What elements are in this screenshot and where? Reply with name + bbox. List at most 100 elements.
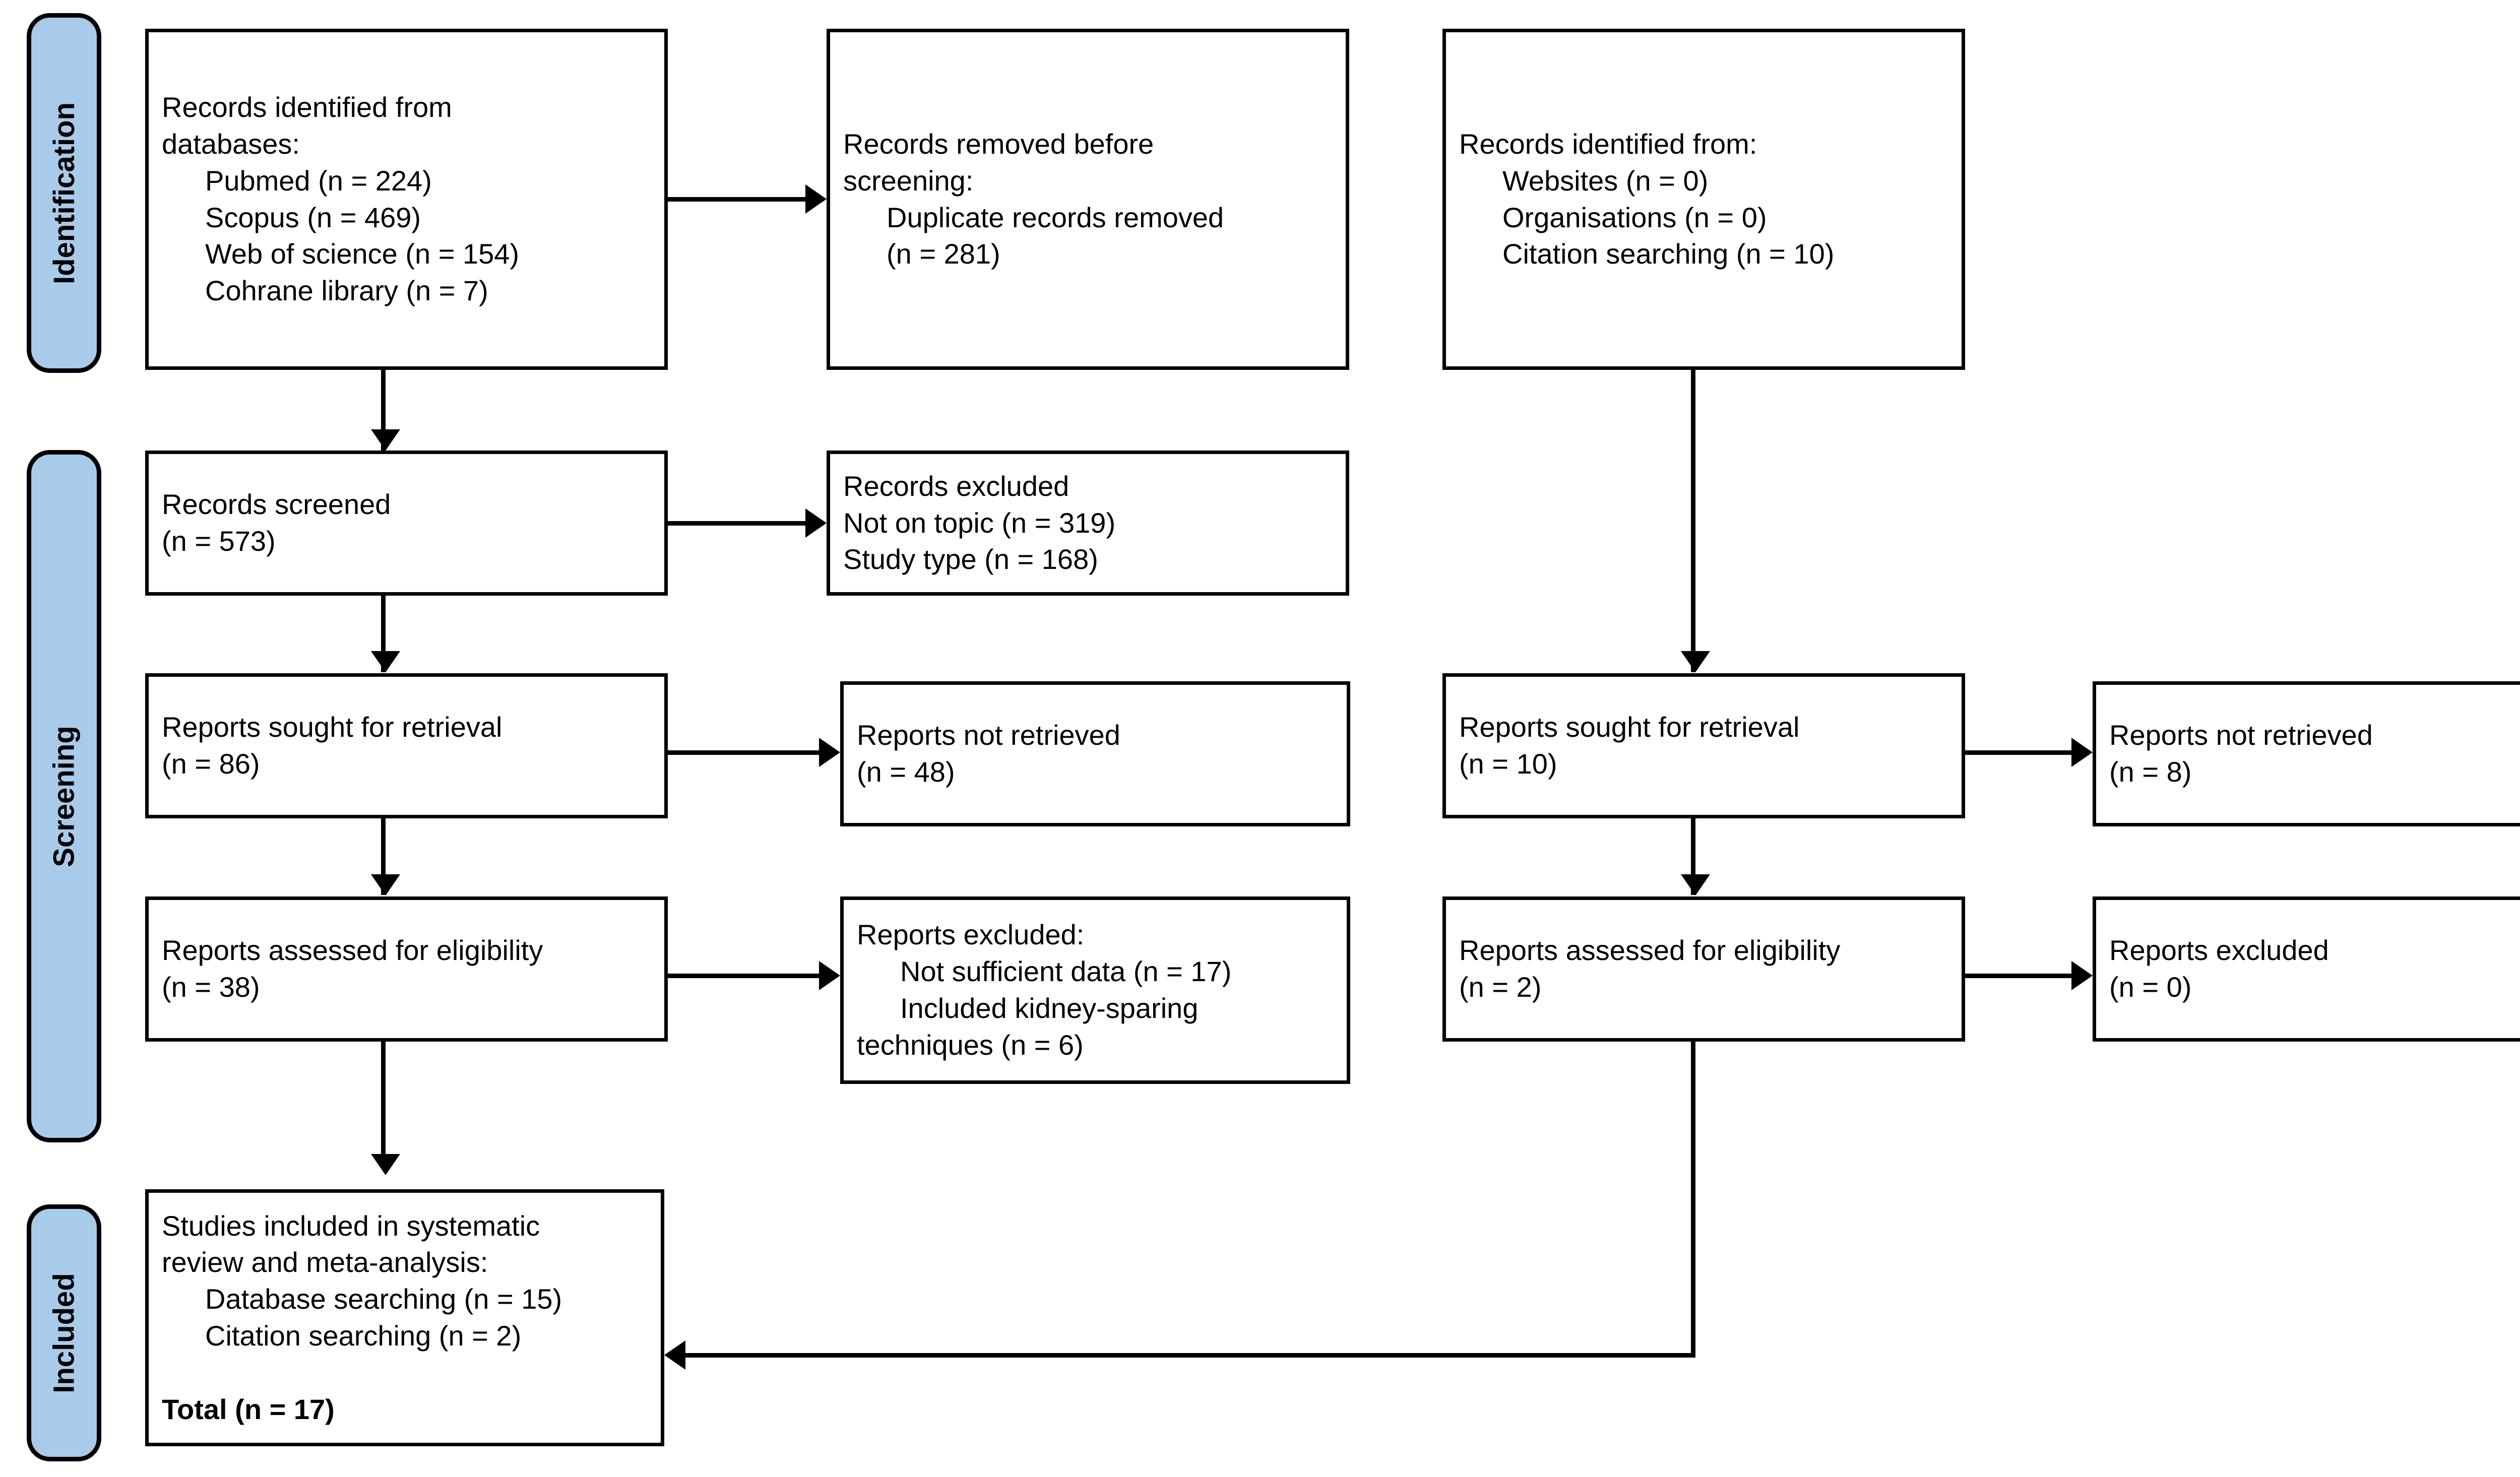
connector-identified-to-removed (668, 197, 806, 202)
arrow-screened-to-excluded (805, 508, 827, 538)
box-line: (n = 86) (162, 748, 260, 780)
box-reports-sought-retrieval-other: Reports sought for retrieval (n = 10) (1442, 673, 1965, 818)
phase-label-identification-text: Identification (47, 102, 81, 284)
box-line: Records screened (162, 488, 391, 521)
box-line: review and meta-analysis: (162, 1246, 488, 1278)
arrow-sought-to-assessed-db (371, 874, 400, 895)
arrow-assessed-to-excluded-db (819, 961, 840, 990)
box-records-identified-other-sources: Records identified from: Websites (n = 0… (1442, 29, 1965, 370)
box-line: Included kidney-sparing (900, 992, 1199, 1024)
box-line: Citation searching (n = 10) (1502, 238, 1835, 270)
box-line: Cohrane library (n = 7) (162, 273, 651, 309)
box-line: (n = 573) (162, 525, 276, 557)
arrow-other-identified-to-sought (1681, 651, 1710, 672)
box-reports-excluded-db: Reports excluded: Not sufficient data (n… (840, 896, 1350, 1084)
connector-sought-to-notretrieved-db (668, 750, 820, 755)
db-name-cochrane-library: Cohrane library (205, 275, 398, 307)
box-line: Web of science (n = 154) (162, 236, 651, 273)
removed-heading-colon: : (965, 164, 974, 197)
box-reports-not-retrieved-db: Reports not retrieved (n = 48) (840, 681, 1350, 826)
box-line: Records excluded (843, 470, 1069, 502)
box-records-identified-databases: Records identified from databases: Pubme… (145, 29, 668, 370)
db-count-web-of-science: (n = 154) (397, 238, 520, 270)
box-line-spacer (162, 1355, 648, 1391)
connector-assessed-other-down (1691, 1042, 1695, 1358)
arrow-sought-to-assessed-other (1681, 874, 1710, 895)
box-line: Reports excluded: (857, 919, 1085, 951)
box-line: screening: (843, 163, 1333, 200)
connector-screened-to-excluded (668, 521, 806, 526)
box-line: Database searching (n = 15) (205, 1283, 562, 1315)
arrow-identified-to-screened (371, 429, 400, 451)
db-name-scopus: Scopus (205, 201, 299, 233)
arrow-identified-to-removed (805, 184, 827, 214)
connector-sought-to-notretrieved-other (1965, 750, 2073, 755)
box-line: Reports excluded (2109, 934, 2329, 967)
box-records-excluded: Records excluded Not on topic (n = 319) … (827, 451, 1349, 596)
box-line: Records removed before (843, 126, 1333, 163)
box-line: Study type (n = 168) (843, 543, 1098, 575)
connector-assessed-other-left (685, 1353, 1695, 1358)
box-line: (n = 38) (162, 971, 260, 1003)
box-line: (n = 8) (2109, 756, 2192, 788)
box-line: (n = 0) (2109, 971, 2192, 1003)
arrow-assessed-db-to-included (371, 1154, 400, 1175)
connector-identified-to-screened (381, 370, 386, 451)
phase-label-screening-text: Screening (47, 725, 81, 867)
box-line: Records identified from (162, 91, 452, 123)
db-count-cochrane-library: (n = 7) (398, 275, 488, 307)
connector-assessed-to-excluded-other (1965, 974, 2073, 978)
arrow-screened-to-sought (371, 651, 400, 672)
db-name-web-of-science: Web of science (205, 238, 398, 270)
box-reports-excluded-other: Reports excluded (n = 0) (2093, 896, 2520, 1042)
connector-assessed-db-to-included (381, 1042, 386, 1158)
box-line: Pubmed (n = 224) (162, 163, 651, 200)
db-count-pubmed: (n = 224) (310, 164, 432, 197)
box-line: Studies included in systematic (162, 1209, 540, 1242)
phase-label-included-text: Included (47, 1272, 81, 1393)
box-line: Reports assessed for eligibility (1459, 934, 1841, 967)
removed-heading-part2: screening (843, 164, 966, 197)
box-reports-assessed-eligibility-other: Reports assessed for eligibility (n = 2) (1442, 896, 1965, 1042)
db-name-pubmed: Pubmed (205, 164, 310, 197)
phase-label-screening: Screening (27, 450, 101, 1142)
arrow-sought-to-notretrieved-db (819, 738, 840, 767)
box-line: Reports not retrieved (857, 719, 1120, 751)
box-line: Scopus (n = 469) (162, 200, 651, 236)
db-count-scopus: (n = 469) (299, 201, 421, 233)
connector-screened-to-sought (381, 596, 386, 672)
box-records-removed-before-screening: Records removed before screening: Duplic… (827, 29, 1349, 370)
connector-assessed-to-excluded-db (668, 974, 820, 978)
box-line: (n = 2) (1459, 971, 1542, 1003)
box-line-total: Total (n = 17) (162, 1393, 335, 1425)
arrow-assessed-other-to-included (664, 1340, 685, 1370)
box-line: (n = 281) (887, 238, 1000, 270)
box-line: (n = 10) (1459, 748, 1557, 780)
box-line: techniques (n = 6) (857, 1029, 1084, 1061)
box-studies-included: Studies included in systematic review an… (145, 1189, 664, 1446)
box-line: Reports sought for retrieval (1459, 711, 1800, 743)
removed-heading-emphasis: before (1074, 127, 1154, 160)
arrow-sought-to-notretrieved-other (2071, 738, 2093, 767)
phase-label-identification: Identification (27, 13, 101, 373)
arrow-assessed-to-excluded-other (2071, 961, 2093, 990)
box-line: Records identified from: (1459, 127, 1757, 160)
box-line: Not sufficient data (n = 17) (900, 955, 1232, 988)
box-line: Not on topic (n = 319) (843, 506, 1116, 539)
connector-sought-to-assessed-other (1691, 818, 1695, 895)
box-line: Organisations (n = 0) (1502, 201, 1767, 233)
box-line: Reports assessed for eligibility (162, 934, 543, 967)
phase-label-included: Included (27, 1204, 101, 1461)
box-records-screened: Records screened (n = 573) (145, 451, 668, 596)
connector-sought-to-assessed-db (381, 818, 386, 895)
box-reports-assessed-eligibility-db: Reports assessed for eligibility (n = 38… (145, 896, 668, 1042)
box-line: Reports sought for retrieval (162, 711, 502, 743)
box-line: databases: (162, 127, 300, 160)
box-line: (n = 48) (857, 756, 955, 788)
box-reports-not-retrieved-other: Reports not retrieved (n = 8) (2093, 681, 2520, 826)
box-line: Reports not retrieved (2109, 719, 2373, 751)
box-line: Websites (n = 0) (1502, 164, 1709, 197)
removed-heading-part1: Records removed (843, 127, 1074, 160)
connector-other-identified-to-sought (1691, 370, 1695, 672)
